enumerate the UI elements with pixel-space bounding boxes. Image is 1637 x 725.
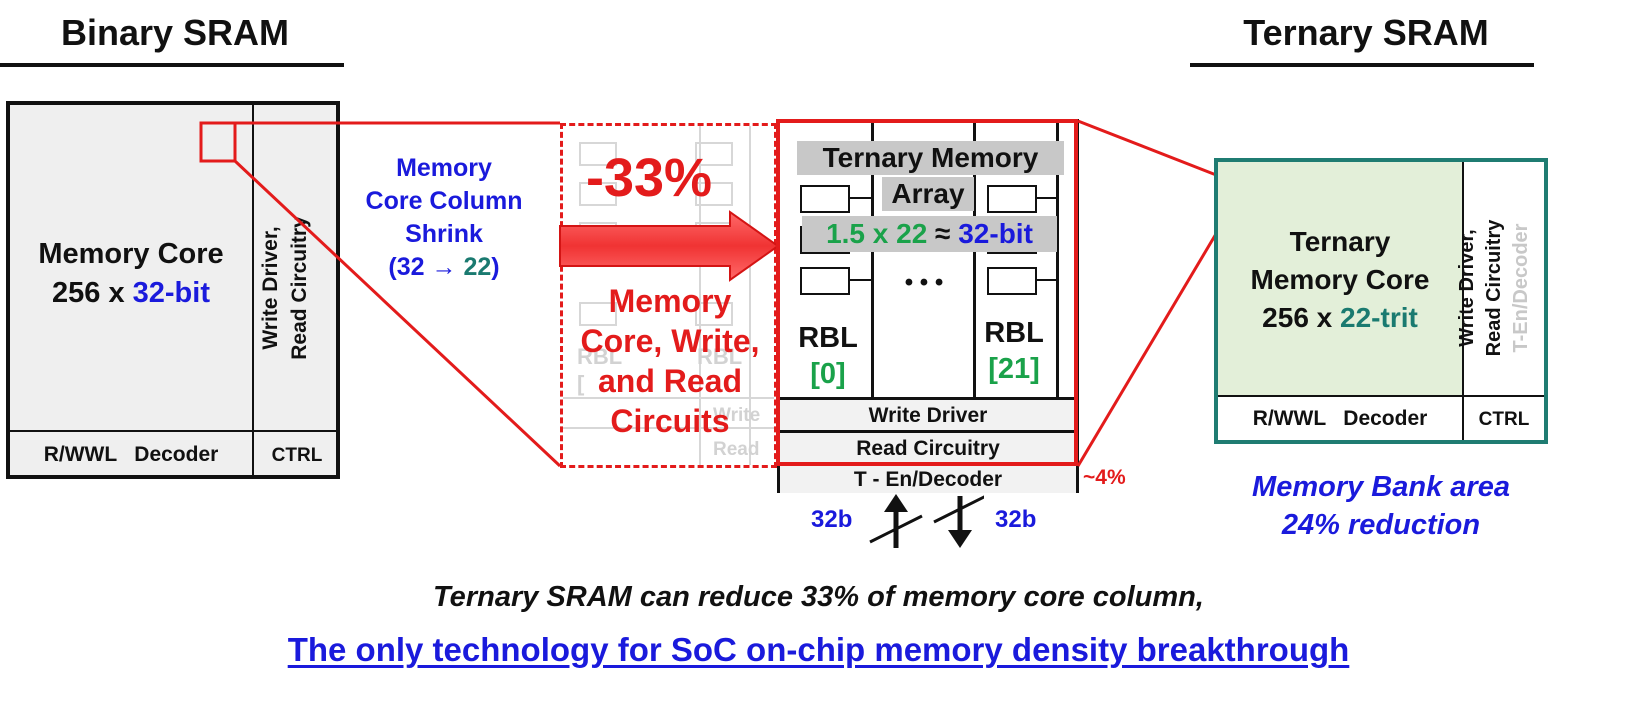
shrink-label: Memory Core Column Shrink (32 → 22): [340, 152, 548, 284]
periphery-divider-1: [780, 397, 1076, 400]
cell-tick: [850, 197, 874, 199]
bus-arrows: [869, 494, 984, 548]
periphery-divider-2: [780, 430, 1076, 433]
cell-tick: [850, 279, 874, 281]
ghost-read: Read: [713, 439, 760, 460]
area-reduction-note: Memory Bank area 24% reduction: [1252, 471, 1510, 541]
array-equation: 1.5 x 22 ≈ 32-bit: [802, 216, 1057, 252]
ternary-array-detail: Ternary Memory Array 1.5 x 22 ≈ 32-bit •…: [777, 119, 1079, 493]
binary-side-divider: [252, 105, 254, 479]
decoder-overhead: ~4%: [1083, 466, 1126, 489]
array-highlight-frame: [776, 119, 1078, 466]
ternary-decoder-label: R/WWL Decoder: [1252, 407, 1428, 430]
array-ellipsis: • • •: [904, 269, 944, 296]
binary-core-line2: 256 x 32-bit: [52, 277, 210, 309]
array-header-line1: Ternary Memory: [797, 141, 1064, 175]
ghost-rbl-index: [: [577, 371, 585, 396]
ghost-rbl-1: RBL: [577, 344, 623, 369]
ternary-core-label: Ternary Memory Core 256 x 22-trit: [1250, 226, 1430, 333]
t-decoder-row: T - En/Decoder: [780, 466, 1076, 493]
binary-side-label: Write Driver, Read Circuitry: [259, 216, 311, 360]
shrink-percent: -33%: [586, 148, 713, 208]
binary-ctrl-label: CTRL: [271, 445, 323, 466]
shrink-formula: (32 → 22): [388, 253, 500, 281]
shrink-arrow: [559, 210, 780, 282]
ternary-sram-title: Ternary SRAM: [1243, 12, 1489, 53]
array-col-line-1: [871, 122, 874, 397]
binary-sram-title: Binary SRAM: [60, 12, 290, 53]
binary-core-line1: Memory Core: [38, 238, 224, 270]
cell-tick: [1037, 279, 1059, 281]
ternary-side-divider: [1462, 162, 1464, 440]
array-col-line-2: [973, 122, 976, 397]
write-driver-row: Write Driver: [780, 400, 1076, 430]
ghost-rbl-2: RBL: [697, 344, 743, 369]
array-cell: [800, 185, 850, 213]
array-cell: [987, 267, 1037, 295]
ternary-core-fill: [1218, 162, 1462, 395]
array-header-line2: Array: [882, 177, 974, 211]
ternary-bottom-divider: [1218, 395, 1544, 397]
read-circuitry-row: Read Circuitry: [780, 433, 1076, 463]
array-cell: [800, 267, 850, 295]
rbl-right: RBL [21]: [984, 317, 1044, 385]
array-col-line-3: [1056, 122, 1059, 397]
binary-core-label: Memory Core 256 x 32-bit: [10, 235, 252, 313]
footer-summary: Ternary SRAM can reduce 33% of memory co…: [433, 581, 1204, 613]
rbl-left: RBL [0]: [798, 322, 858, 390]
ternary-sram-block: Ternary Memory Core 256 x 22-trit Write …: [1214, 158, 1548, 444]
ternary-side-label: Write Driver, Read Circuitry T-En/Decode…: [1456, 219, 1532, 357]
bus-in-label: 32b: [811, 506, 853, 533]
binary-bottom-divider: [10, 430, 340, 432]
ghost-write: Write: [713, 405, 761, 426]
ternary-ctrl-label: CTRL: [1478, 409, 1530, 430]
footer-headline: The only technology for SoC on-chip memo…: [287, 631, 1350, 668]
bus-out-label: 32b: [995, 506, 1037, 533]
removed-caption: Memory Core, Write, and Read Circuits: [580, 283, 760, 439]
cell-tick: [1037, 197, 1059, 199]
binary-decoder-label: R/WWL Decoder: [43, 443, 219, 466]
ternary-title-underline: [1190, 63, 1534, 67]
binary-sram-block: Memory Core 256 x 32-bit Write Driver, R…: [6, 101, 340, 479]
array-cell: [987, 185, 1037, 213]
binary-title-underline: [0, 63, 344, 67]
